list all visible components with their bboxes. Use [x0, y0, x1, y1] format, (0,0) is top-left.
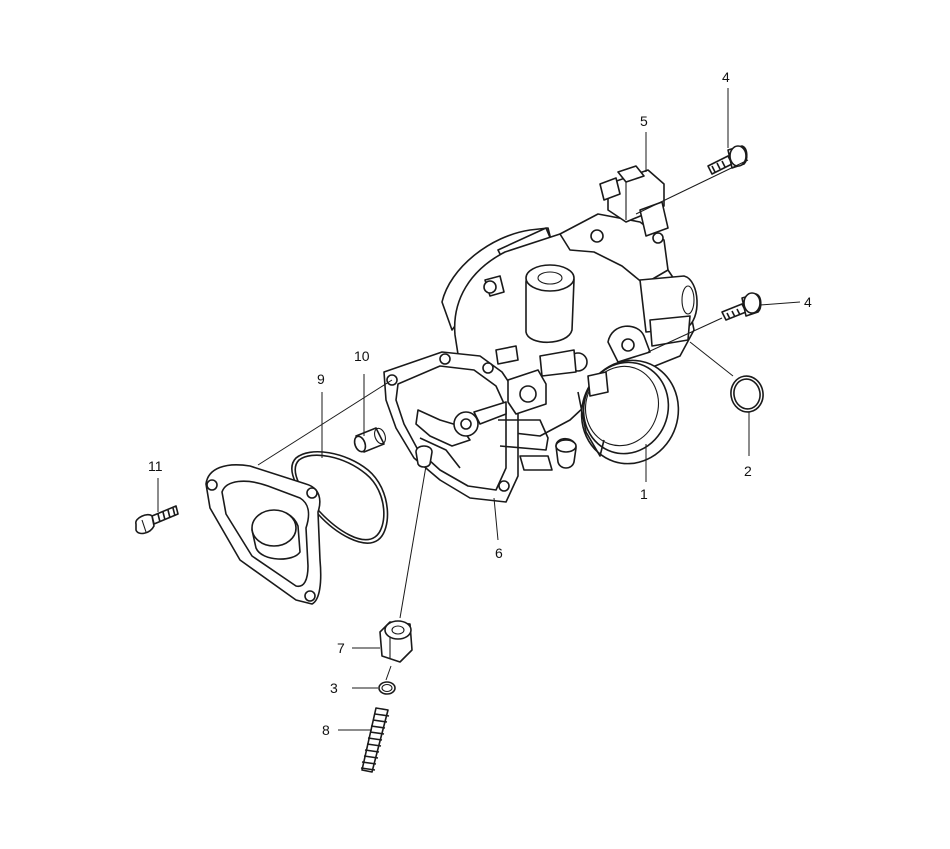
callout-10: 10: [354, 348, 370, 364]
callout-1: 1: [640, 486, 648, 502]
callout-11: 11: [148, 458, 163, 474]
callout-4-upper: 4: [722, 69, 730, 85]
callout-6: 6: [495, 545, 503, 561]
screw-11-part: [135, 505, 179, 535]
callout-7: 7: [337, 640, 345, 656]
leader-lines: [157, 88, 801, 731]
throttle-position-sensor-part: [599, 165, 669, 237]
callout-9: 9: [317, 371, 325, 387]
callout-4-lower: 4: [804, 294, 812, 310]
nut-7-part: [379, 620, 413, 663]
cover-housing-part: [383, 345, 577, 503]
screw-4-upper-part: [707, 145, 748, 175]
callout-5: 5: [640, 113, 648, 129]
plug-part: [353, 427, 386, 453]
o-ring-3-part: [378, 681, 396, 695]
screw-4-lower-part: [721, 292, 762, 321]
callout-3: 3: [330, 680, 338, 696]
front-cover-plate-part: [205, 464, 322, 605]
callout-labels: 4 5 4 10 9 2 11 1 6 7 3 8: [148, 69, 812, 738]
o-ring-2-part: [730, 375, 764, 413]
threaded-rod-8-part: [360, 707, 390, 773]
callout-2: 2: [744, 463, 752, 479]
callout-8: 8: [322, 722, 330, 738]
